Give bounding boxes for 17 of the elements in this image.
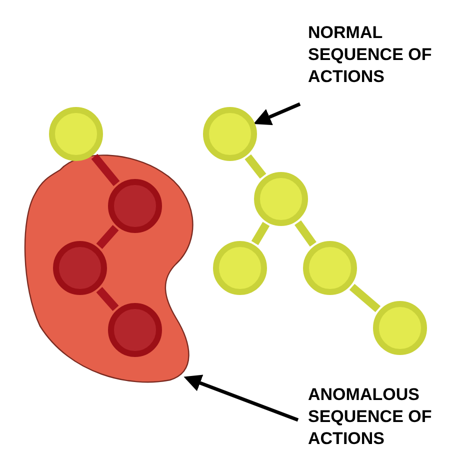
circle-node	[373, 301, 427, 355]
arrow	[253, 102, 301, 126]
circle-node	[303, 241, 357, 295]
connector-line	[96, 287, 119, 311]
circle-node	[254, 172, 308, 226]
connector-line	[349, 284, 381, 312]
connector-line	[294, 220, 316, 247]
callout-text: NORMAL SEQUENCE OF ACTIONS	[308, 22, 448, 88]
connector-line	[91, 154, 120, 186]
circle-node	[203, 107, 257, 161]
connector-line	[251, 222, 270, 246]
arrow	[184, 374, 299, 422]
circle-node	[213, 241, 267, 295]
circle-node	[49, 107, 103, 161]
connector-line	[96, 225, 119, 249]
callout-text: ANOMALOUS SEQUENCE OF ACTIONS	[308, 384, 448, 450]
connector-line	[244, 154, 266, 179]
